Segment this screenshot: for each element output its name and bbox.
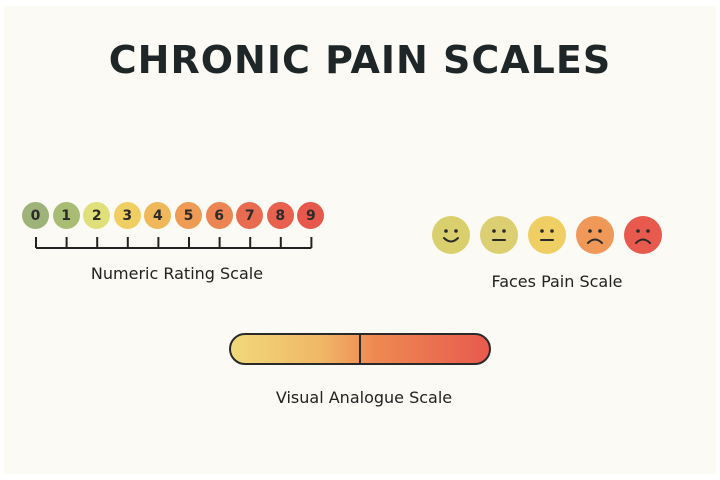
faces-scale-label: Faces Pain Scale bbox=[491, 272, 623, 291]
frown-face-icon bbox=[576, 216, 614, 254]
neutral-face-icon bbox=[528, 216, 566, 254]
numeric-scale-circle-6: 6 bbox=[205, 202, 233, 229]
numeric-scale-label: Numeric Rating Scale bbox=[90, 264, 264, 283]
frown-face-icon bbox=[624, 216, 662, 254]
vas-label: Visual Analogue Scale bbox=[275, 388, 453, 407]
numeric-scale-ruler bbox=[35, 237, 313, 249]
numeric-scale-circle-2: 2 bbox=[83, 202, 111, 229]
visual-analogue-scale: Visual Analogue Scale bbox=[226, 330, 496, 420]
numeric-scale-circle-8: 8 bbox=[266, 202, 294, 229]
page-title: CHRONIC PAIN SCALES bbox=[108, 38, 612, 82]
vas-marker bbox=[359, 335, 361, 363]
numeric-scale-circle-5: 5 bbox=[175, 202, 202, 229]
vas-bar bbox=[229, 333, 491, 365]
numeric-scale-circle-9: 9 bbox=[297, 202, 325, 229]
numeric-scale-circle-3: 3 bbox=[113, 202, 141, 229]
faces-pain-scale: Faces Pain Scale bbox=[432, 216, 682, 306]
smile-face-icon bbox=[432, 216, 470, 254]
numeric-scale-circle-7: 7 bbox=[236, 202, 264, 229]
numeric-scale-circle-4: 4 bbox=[144, 202, 172, 229]
numeric-scale-circle-0: 0 bbox=[22, 202, 49, 229]
numeric-scale-circle-1: 1 bbox=[52, 202, 80, 229]
neutral-face-icon bbox=[480, 216, 518, 254]
